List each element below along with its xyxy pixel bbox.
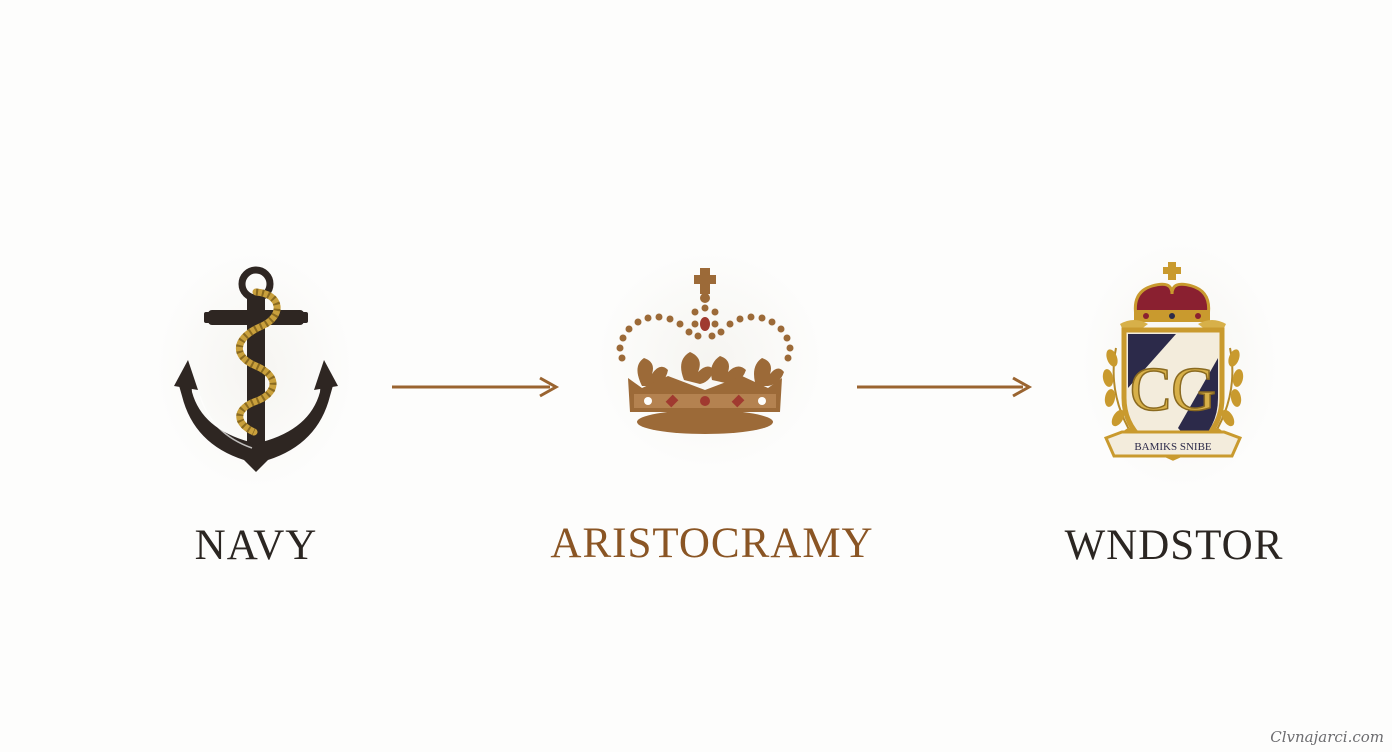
- watermark: Clvnajarci.com: [1270, 728, 1384, 746]
- arrow-right-icon: [857, 376, 1033, 398]
- stage-label-navy: NAVY: [194, 522, 318, 569]
- stage-label-aristocracy: ARISTOCRAMY: [550, 520, 874, 567]
- stage-label-windsor: WNDSTOR: [1064, 522, 1284, 569]
- crest-banner-text: BAMIKS SNIBE: [1134, 441, 1212, 453]
- crest-icon: CG BAMIKS SNIBE: [1102, 262, 1244, 461]
- crest-monogram: CG: [1130, 356, 1216, 424]
- crown-icon: [616, 268, 794, 434]
- anchor-icon: [174, 266, 338, 472]
- arrow-right-icon: [392, 376, 560, 398]
